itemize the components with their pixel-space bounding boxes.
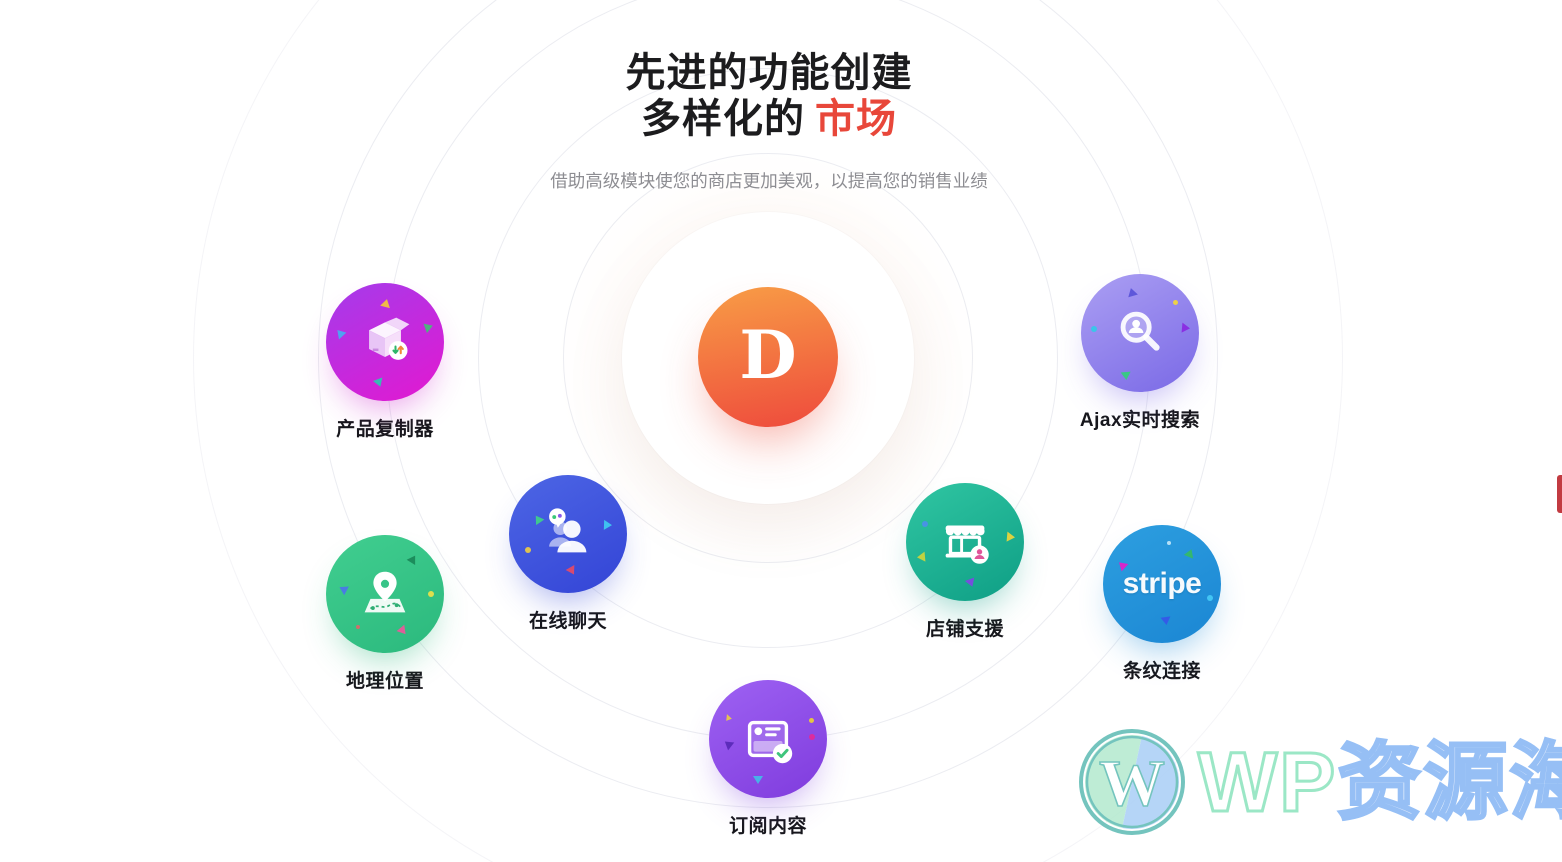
subscription-card-icon <box>747 720 793 764</box>
feature-ajax-live-search: Ajax实时搜索 <box>1040 274 1240 432</box>
confetti <box>396 624 410 638</box>
confetti <box>380 297 392 309</box>
feature-live-chat: 在线聊天 <box>468 475 668 633</box>
ajax-search-bubble <box>1081 274 1199 392</box>
confetti <box>1126 286 1138 298</box>
confetti <box>372 377 386 389</box>
confetti <box>724 713 732 721</box>
feature-label: 条纹连接 <box>1122 661 1201 682</box>
page-title: 先进的功能创建多样化的市场 <box>626 50 913 142</box>
feature-product-duplicator: 产品复制器 <box>285 283 485 441</box>
feature-label: 产品复制器 <box>336 419 434 440</box>
confetti <box>964 577 978 589</box>
confetti <box>1183 547 1197 559</box>
subscriptions-bubble <box>709 680 827 798</box>
search-user-icon <box>1120 311 1160 351</box>
dokan-d-letter: D <box>739 316 797 394</box>
store-support-bubble <box>906 483 1024 601</box>
confetti <box>1167 541 1171 545</box>
title-highlight: 市场 <box>815 97 897 141</box>
confetti <box>721 737 735 751</box>
watermark-cn: 资源海 <box>1336 734 1562 831</box>
wp-ziyuanhai-watermark: W WP资源海 <box>1076 726 1562 838</box>
geolocation-bubble <box>326 535 444 653</box>
feature-subscriptions: 订阅内容 <box>668 680 868 838</box>
confetti <box>1173 300 1178 305</box>
box-duplicate-icon <box>369 317 410 360</box>
confetti <box>1120 371 1132 381</box>
confetti <box>356 625 360 629</box>
confetti <box>916 551 926 563</box>
page-subtitle: 借助高级模块使您的商店更加美观，以提高您的销售业绩 <box>550 171 988 191</box>
dokan-logo-circle: D <box>698 287 838 427</box>
confetti <box>603 519 613 531</box>
confetti <box>809 734 815 740</box>
watermark-text: WP资源海 <box>1196 726 1562 838</box>
confetti <box>1181 322 1191 334</box>
watermark-wp: WP <box>1196 734 1338 831</box>
feature-geolocation: 地理位置 <box>285 535 485 693</box>
confetti <box>753 776 763 784</box>
feature-label: 在线聊天 <box>528 611 607 632</box>
confetti <box>337 582 349 596</box>
confetti <box>1006 531 1016 543</box>
feature-label: 店铺支援 <box>925 619 1004 640</box>
confetti <box>565 565 579 577</box>
map-pin-icon <box>364 571 406 613</box>
feature-store-support: 店铺支援 <box>865 483 1065 641</box>
title-line2: 多样化的 <box>641 97 805 141</box>
confetti <box>922 521 928 527</box>
stripe-wordmark-icon: stripe <box>1122 567 1202 600</box>
storefront-icon <box>945 525 989 564</box>
title-line1: 先进的功能创建 <box>625 51 913 95</box>
edge-floating-button[interactable] <box>1557 475 1562 513</box>
feature-label: 订阅内容 <box>728 816 807 837</box>
feature-label: Ajax实时搜索 <box>1079 410 1201 431</box>
confetti <box>525 547 531 553</box>
svg-text:W: W <box>1099 747 1165 820</box>
confetti <box>333 326 347 340</box>
feature-stripe-connect: stripe 条纹连接 <box>1062 525 1262 683</box>
confetti <box>1207 595 1213 601</box>
live-chat-bubble <box>509 475 627 593</box>
confetti <box>809 718 814 723</box>
wordpress-logo-icon: W <box>1079 729 1185 835</box>
feature-label: 地理位置 <box>345 671 424 692</box>
stripe-connect-bubble: stripe <box>1103 525 1221 643</box>
chat-users-icon <box>549 508 587 553</box>
confetti <box>428 591 434 597</box>
confetti <box>1160 616 1172 626</box>
product-duplicator-bubble <box>326 283 444 401</box>
confetti <box>1091 326 1097 332</box>
confetti <box>423 320 435 334</box>
